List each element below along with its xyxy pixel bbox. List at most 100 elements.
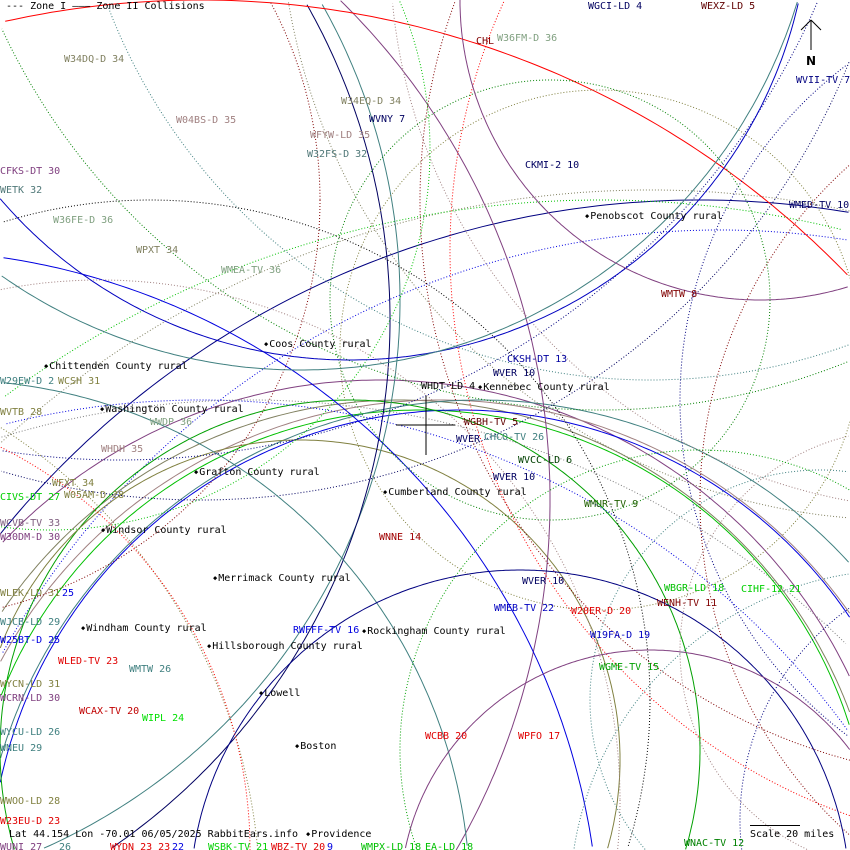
station-label[interactable]: WYDN 23 23: [110, 842, 171, 850]
station-label[interactable]: WCAX-TV 20: [79, 706, 140, 717]
station-label[interactable]: WVCC-LD 6: [518, 455, 573, 466]
station-label[interactable]: CKSH-DT 13: [507, 354, 568, 365]
station-label[interactable]: WETK 32: [0, 185, 43, 196]
contour-arc: [0, 446, 251, 850]
station-label[interactable]: WNEU 29: [0, 743, 43, 754]
station-label[interactable]: W34EQ-D 34: [341, 96, 402, 107]
station-label[interactable]: W20ER-D 20: [571, 606, 632, 617]
station-label[interactable]: W19FA-D 19: [590, 630, 651, 641]
station-label[interactable]: CHCO-TV 26: [484, 432, 545, 443]
contour-arc: [0, 409, 850, 725]
station-label[interactable]: W30DM-D 30: [0, 532, 61, 543]
place-label[interactable]: Merrimack County rural: [213, 572, 350, 585]
station-label[interactable]: WBGR-LD 18: [664, 583, 725, 594]
station-label[interactable]: CHL: [476, 36, 495, 47]
station-label[interactable]: WCVB-TV 33: [0, 518, 61, 529]
station-label[interactable]: 9: [327, 842, 334, 850]
station-label[interactable]: WGCI-LD 4: [588, 1, 643, 12]
station-label[interactable]: WMPX-LD 18: [361, 842, 422, 850]
station-label[interactable]: WMEB-TV 22: [494, 603, 555, 614]
station-label[interactable]: WFXT 34: [52, 478, 95, 489]
station-label[interactable]: 22: [172, 842, 185, 850]
station-label[interactable]: W25BT-D 25: [0, 635, 61, 646]
station-label[interactable]: WVER: [456, 434, 481, 445]
station-label[interactable]: WEXZ-LD 5: [701, 1, 756, 12]
station-label[interactable]: W36FM-D 36: [497, 33, 558, 44]
station-label[interactable]: WUNI 27: [0, 842, 43, 850]
station-label[interactable]: WJCB-LD 29: [0, 617, 61, 628]
station-label[interactable]: WLEK-LD 31: [0, 588, 61, 599]
legend-zone1: --- Zone I: [6, 1, 67, 12]
station-label[interactable]: W32FS-D 32: [307, 149, 368, 160]
contour-arc: [329, 79, 771, 521]
station-label[interactable]: WYCN-LD 31: [0, 679, 61, 690]
station-label[interactable]: WVTB 28: [0, 407, 43, 418]
station-label[interactable]: WWDP 36: [150, 417, 193, 428]
place-label[interactable]: Chittenden County rural: [44, 360, 187, 373]
station-label[interactable]: WNNE 14: [379, 532, 422, 543]
station-label[interactable]: WHDT-LD 4: [421, 381, 476, 392]
place-label[interactable]: Windham County rural: [81, 622, 206, 635]
station-label[interactable]: CFKS-DT 30: [0, 166, 61, 177]
place-label[interactable]: Cumberland County rural: [383, 486, 526, 499]
place-label[interactable]: Hillsborough County rural: [207, 640, 363, 653]
station-label[interactable]: WGBH-TV 5: [464, 417, 519, 428]
station-label[interactable]: W23EU-D 23: [0, 816, 61, 827]
contour-arc: [5, 0, 848, 276]
station-label[interactable]: WSBK-TV 21: [208, 842, 269, 850]
station-label[interactable]: CKMI-2 10: [525, 160, 580, 171]
station-label[interactable]: WCBB 20: [425, 731, 468, 742]
contour-arc: [589, 469, 849, 850]
station-label[interactable]: WVER 10: [493, 472, 536, 483]
station-label[interactable]: WBZ-TV 20: [271, 842, 326, 850]
place-label[interactable]: Coos County rural: [264, 338, 371, 351]
station-label[interactable]: WMTW 26: [129, 664, 172, 675]
place-label[interactable]: Lowell: [259, 687, 300, 700]
station-label[interactable]: WFYW-LD 35: [310, 130, 371, 141]
station-label[interactable]: WVII-TV 7: [796, 75, 850, 86]
station-label[interactable]: WMED-TV 10: [789, 200, 850, 211]
station-label[interactable]: EA-LD 18: [425, 842, 474, 850]
station-label[interactable]: WIPL 24: [142, 713, 185, 724]
station-label[interactable]: RWFFF-TV 16: [293, 625, 360, 636]
contour-arc: [392, 3, 848, 502]
station-label[interactable]: WHDH 35: [101, 444, 144, 455]
place-label[interactable]: Penobscot County rural: [585, 210, 722, 223]
station-label[interactable]: WMTW 8: [661, 289, 698, 300]
station-label[interactable]: WVER 10: [522, 576, 565, 587]
station-label[interactable]: WVNY 7: [369, 114, 406, 125]
station-label[interactable]: 26: [59, 842, 72, 850]
station-label[interactable]: W36FE-D 36: [53, 215, 114, 226]
place-label[interactable]: Kennebec County rural: [478, 381, 609, 394]
station-label[interactable]: WLED-TV 23: [58, 656, 119, 667]
station-label[interactable]: WPXT 34: [136, 245, 179, 256]
station-label[interactable]: WYCU-LD 26: [0, 727, 61, 738]
station-label[interactable]: WGME-TV 15: [599, 662, 660, 673]
station-label[interactable]: WENH-TV 11: [657, 598, 718, 609]
station-label[interactable]: CIHF-12 21: [741, 584, 802, 595]
station-label[interactable]: W05AM-D 28: [64, 490, 125, 501]
place-label[interactable]: Boston: [295, 740, 336, 753]
station-label[interactable]: W29EW-D 2: [0, 376, 55, 387]
station-label[interactable]: WWOO-LD 28: [0, 796, 61, 807]
place-label[interactable]: Grafton County rural: [194, 466, 319, 479]
station-label[interactable]: W04BS-D 35: [176, 115, 237, 126]
station-label[interactable]: WNAC-TV 12: [684, 838, 745, 849]
station-label[interactable]: WMEA-TV 36: [221, 265, 282, 276]
place-label[interactable]: Washington County rural: [100, 403, 243, 416]
station-label[interactable]: WMUR-TV 9: [584, 499, 639, 510]
station-label[interactable]: WVER 10: [493, 368, 536, 379]
station-label[interactable]: WCRN-LD 30: [0, 693, 61, 704]
map-legend: --- Zone I ——— Zone II Collisions: [6, 1, 205, 13]
north-label: N: [806, 54, 817, 68]
station-label[interactable]: CIVS-DT 27: [0, 492, 61, 503]
place-label[interactable]: Windsor County rural: [101, 524, 226, 537]
place-label[interactable]: Rockingham County rural: [362, 625, 505, 638]
station-label[interactable]: WCSH 31: [58, 376, 101, 387]
station-label[interactable]: WPFO 17: [518, 731, 561, 742]
station-label[interactable]: W34DQ-D 34: [64, 54, 125, 65]
place-label[interactable]: Providence: [306, 828, 371, 841]
station-label[interactable]: 25: [62, 588, 75, 599]
